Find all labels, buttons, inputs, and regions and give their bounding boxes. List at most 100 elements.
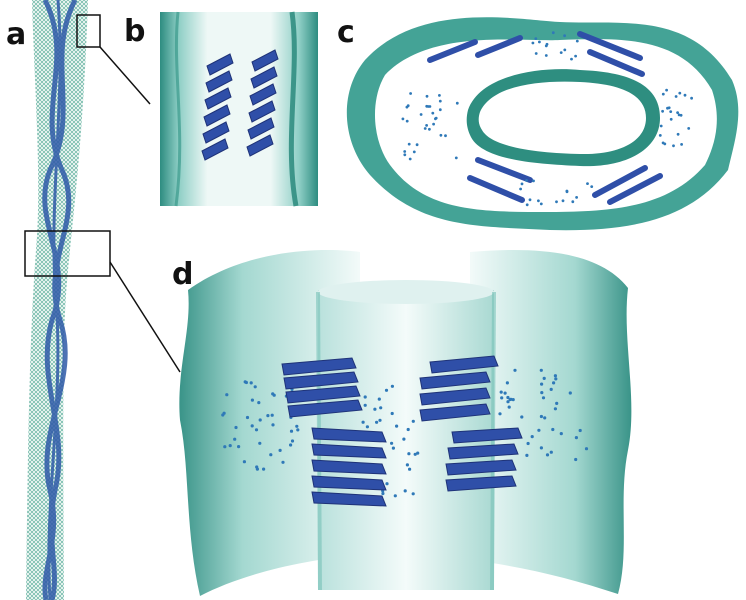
dot xyxy=(662,93,665,96)
dot xyxy=(413,151,416,154)
dot xyxy=(409,92,412,95)
dot xyxy=(569,391,572,394)
dot xyxy=(237,445,240,448)
dot xyxy=(234,426,237,429)
dot xyxy=(537,429,540,432)
dot xyxy=(508,406,511,409)
panel-label-b: b xyxy=(124,17,145,47)
dot xyxy=(391,385,394,388)
dot xyxy=(678,92,681,95)
dot xyxy=(670,118,673,121)
dot xyxy=(223,445,226,448)
dot xyxy=(540,415,543,418)
dot xyxy=(403,153,406,156)
dot xyxy=(420,113,423,116)
dot xyxy=(669,110,672,113)
dot xyxy=(229,444,232,447)
dot xyxy=(659,134,662,137)
dot xyxy=(534,37,537,40)
dot xyxy=(509,398,512,401)
dot xyxy=(431,112,434,115)
dot xyxy=(245,381,248,384)
dot xyxy=(540,383,543,386)
dot xyxy=(687,127,690,130)
dot xyxy=(542,396,545,399)
panel-a xyxy=(25,0,180,600)
zoom-line-b xyxy=(100,47,150,104)
dot xyxy=(531,435,534,438)
panel-label-c: c xyxy=(337,18,355,48)
dot xyxy=(379,406,382,409)
dot xyxy=(258,442,261,445)
dot xyxy=(259,418,262,421)
dot xyxy=(513,369,516,372)
dot xyxy=(364,395,367,398)
dot xyxy=(395,425,398,428)
dot xyxy=(394,494,397,497)
dot xyxy=(255,428,258,431)
dot xyxy=(425,124,428,127)
panel-label-d: d xyxy=(172,260,193,290)
dot xyxy=(527,442,530,445)
dot xyxy=(532,42,535,45)
dot xyxy=(574,55,577,58)
dot xyxy=(427,105,430,108)
dot xyxy=(385,389,388,392)
panel-b xyxy=(160,12,318,206)
dot xyxy=(550,388,553,391)
dot xyxy=(440,134,443,137)
dot xyxy=(563,49,566,52)
pillar-edge-right xyxy=(492,292,494,590)
dot xyxy=(663,143,666,146)
panel-c xyxy=(347,17,738,230)
dot xyxy=(366,425,369,428)
panel-label-a: a xyxy=(6,20,26,50)
dot xyxy=(560,432,563,435)
dot xyxy=(540,391,543,394)
dot xyxy=(256,468,259,471)
dot xyxy=(540,203,543,206)
dot xyxy=(426,95,429,98)
dot xyxy=(251,424,254,427)
dot xyxy=(375,421,378,424)
dot xyxy=(554,374,557,377)
dot xyxy=(566,190,569,193)
dot xyxy=(545,54,548,57)
dot xyxy=(537,199,540,202)
dot xyxy=(412,492,415,495)
dot xyxy=(504,392,507,395)
dot xyxy=(571,200,574,203)
dot xyxy=(279,449,282,452)
dot xyxy=(407,104,410,107)
dot xyxy=(543,377,546,380)
dot xyxy=(407,452,410,455)
dot xyxy=(269,453,272,456)
dot xyxy=(677,133,680,136)
dot xyxy=(525,179,528,182)
dot xyxy=(576,40,579,43)
dot xyxy=(554,377,557,380)
dot xyxy=(408,468,411,471)
dot xyxy=(538,41,541,44)
dot xyxy=(444,134,447,137)
dot xyxy=(546,453,549,456)
zoom-line-d xyxy=(110,262,180,372)
dot xyxy=(289,443,292,446)
dot xyxy=(665,89,668,92)
dot xyxy=(362,421,365,424)
pillar-top xyxy=(318,280,494,304)
dot xyxy=(590,185,593,188)
pillar-edge-left xyxy=(318,292,320,590)
dot xyxy=(403,150,406,153)
dot xyxy=(456,102,459,105)
dot xyxy=(532,180,535,183)
dot xyxy=(406,120,409,123)
dot xyxy=(378,398,381,401)
dot xyxy=(586,182,589,185)
dot xyxy=(680,114,683,117)
dot xyxy=(225,393,228,396)
dot xyxy=(585,447,588,450)
dot xyxy=(428,128,431,131)
dot xyxy=(416,452,419,455)
dot xyxy=(661,110,664,113)
